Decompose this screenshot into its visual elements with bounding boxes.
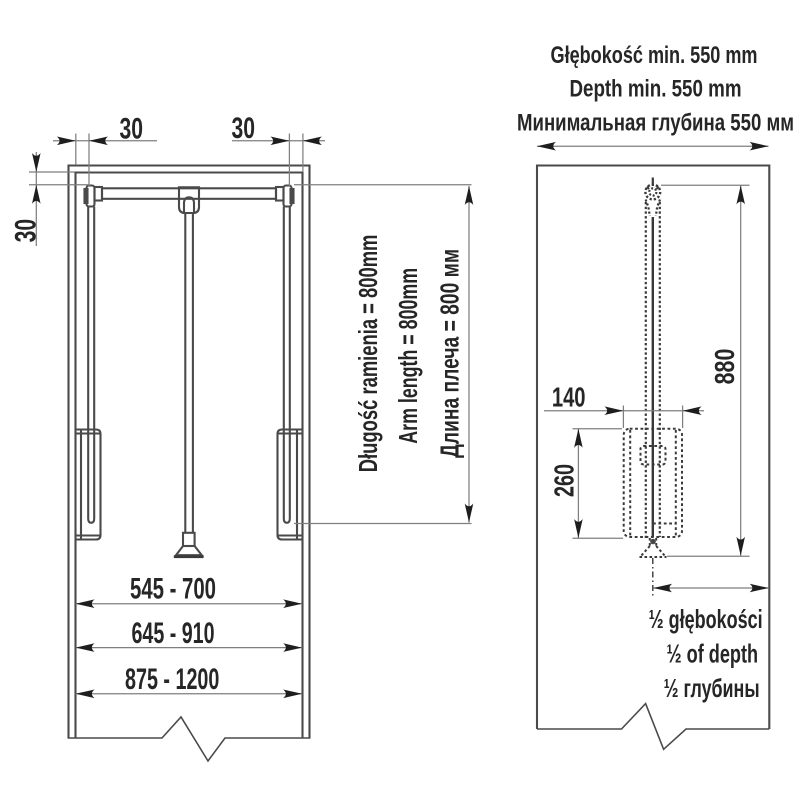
svg-text:Arm length = 800mm: Arm length = 800mm [393, 268, 423, 444]
svg-text:Длина плеча = 800 мм: Длина плеча = 800 мм [435, 249, 465, 458]
svg-text:½ of depth: ½ of depth [667, 639, 759, 669]
svg-text:Długość ramienia = 800mm: Długość ramienia = 800mm [353, 235, 383, 473]
svg-text:Минимальная глубина 550 мм: Минимальная глубина 550 мм [517, 109, 794, 136]
svg-text:545 - 700: 545 - 700 [130, 573, 216, 606]
svg-text:875 - 1200: 875 - 1200 [125, 663, 219, 696]
svg-text:30: 30 [232, 112, 256, 145]
svg-text:Depth min. 550 mm: Depth min. 550 mm [570, 76, 742, 103]
svg-text:880: 880 [709, 349, 740, 385]
svg-text:140: 140 [552, 382, 586, 413]
svg-text:30: 30 [120, 112, 144, 145]
svg-text:260: 260 [549, 464, 580, 497]
svg-text:645 - 910: 645 - 910 [132, 617, 215, 650]
svg-text:Głębokość min. 550 mm: Głębokość min. 550 mm [551, 42, 758, 69]
svg-text:30: 30 [10, 219, 43, 243]
svg-text:½ глубины: ½ глубины [664, 673, 760, 703]
svg-text:½ głębokości: ½ głębokości [649, 604, 763, 634]
